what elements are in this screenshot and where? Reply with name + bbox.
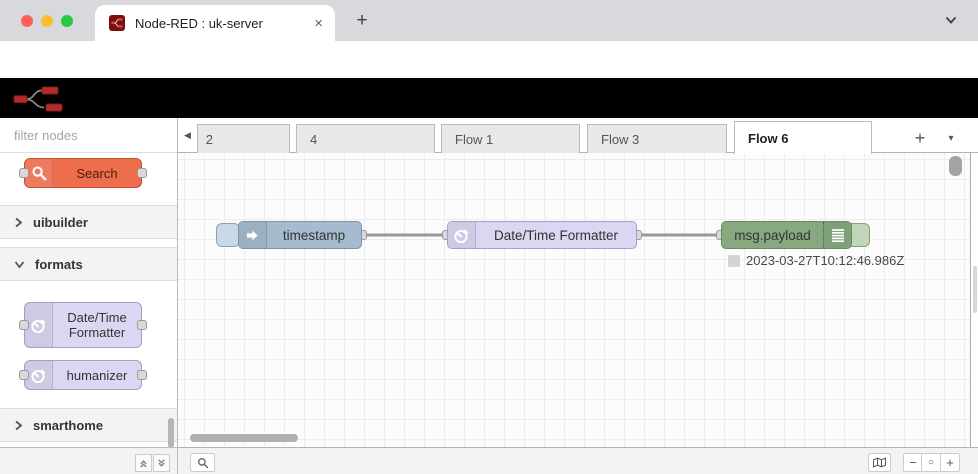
flow-tab[interactable]: Flow 3 [587, 124, 727, 153]
category-label: smarthome [33, 417, 104, 433]
filter-nodes-input[interactable] [14, 127, 190, 143]
inject-button[interactable] [216, 223, 240, 247]
search-icon [197, 457, 208, 468]
browser-tab-strip: Node-RED : uk-server × + [0, 0, 978, 41]
palette-node-datetime-formatter[interactable]: Date/Time Formatter [24, 302, 142, 348]
node-label: humanizer [66, 367, 128, 383]
flow-list-chevron-icon[interactable]: ▾ [948, 132, 954, 144]
nodered-header: Node-RED Deploy ▾ [0, 78, 978, 192]
tab-close-icon[interactable]: × [314, 14, 323, 32]
palette-footer [0, 447, 178, 474]
palette-node-humanizer[interactable]: humanizer [24, 360, 142, 390]
output-port[interactable] [137, 168, 147, 178]
debug-list-icon [823, 222, 851, 248]
canvas-vertical-scrollbar[interactable] [949, 156, 962, 176]
flow-tab[interactable]: Flow 1 [441, 124, 580, 153]
debug-message-icon [728, 254, 740, 267]
expand-all-button[interactable] [153, 454, 170, 472]
zoom-in-button[interactable]: + [940, 453, 960, 472]
inject-arrow-icon [239, 222, 267, 248]
zoom-reset-button[interactable]: ○ [921, 453, 941, 472]
nodered-logo [13, 84, 65, 117]
macos-minimize-button[interactable] [41, 15, 53, 27]
chevron-right-icon [15, 420, 23, 430]
sidebar-separator[interactable] [970, 153, 978, 447]
zoom-out-button[interactable]: − [903, 453, 923, 472]
palette-category-smarthome[interactable]: smarthome [0, 408, 177, 442]
flow-tab[interactable]: 2 [197, 124, 290, 153]
canvas-horizontal-scrollbar[interactable] [190, 434, 298, 442]
chevron-right-icon [15, 217, 23, 227]
chevron-down-icon [14, 260, 25, 268]
category-label: uibuilder [33, 214, 88, 230]
tab-label: Flow 3 [601, 131, 640, 147]
debug-message-text: 2023-03-27T10:12:46.986Z [746, 253, 905, 268]
workspace-tab-bar: ◀ 2 4 Flow 1 Flow 3 Flow 6 + ▾ [178, 118, 978, 154]
stopwatch-icon [25, 361, 53, 389]
node-palette: Search uibuilder formats Date/Time Forma… [0, 118, 190, 448]
stopwatch-icon [448, 222, 476, 248]
tab-label: 4 [310, 131, 318, 147]
tab-label: Flow 6 [748, 130, 789, 146]
node-label: Date/Time Formatter [493, 227, 619, 243]
node-label: Search [76, 165, 118, 181]
flow-tab-active[interactable]: Flow 6 [734, 121, 872, 154]
macos-zoom-button[interactable] [61, 15, 73, 27]
tab-scroll-left-button[interactable]: ◀ [178, 118, 197, 152]
palette-category-uibuilder[interactable]: uibuilder [0, 205, 177, 239]
flow-tab[interactable]: 4 [296, 124, 435, 153]
input-port[interactable] [19, 370, 29, 380]
inject-node-timestamp[interactable]: timestamp [238, 221, 362, 249]
output-port[interactable] [137, 370, 147, 380]
debug-annotation: 2023-03-27T10:12:46.986Z [728, 253, 904, 268]
node-label: timestamp [282, 227, 346, 243]
node-label: Date/Time Formatter [67, 310, 127, 340]
tab-label: 2 [205, 131, 213, 147]
minimap-button[interactable] [868, 453, 891, 472]
formatter-node[interactable]: Date/Time Formatter [447, 221, 637, 249]
nodered-favicon-icon [109, 15, 125, 31]
search-icon [25, 159, 53, 187]
new-tab-button[interactable]: + [356, 10, 368, 31]
output-port[interactable] [137, 320, 147, 330]
category-label: formats [35, 256, 83, 272]
debug-node[interactable]: msg.payload [721, 221, 852, 249]
map-icon [873, 457, 886, 468]
node-label: msg.payload [734, 227, 811, 243]
canvas-footer: − ○ + [178, 447, 978, 474]
macos-close-button[interactable] [21, 15, 33, 27]
browser-tab[interactable]: Node-RED : uk-server × [95, 5, 335, 41]
separator-drag-handle[interactable] [973, 266, 977, 313]
flow-canvas[interactable]: timestamp Date/Time Formatter msg.payloa… [178, 153, 970, 447]
input-port[interactable] [19, 168, 29, 178]
search-flows-button[interactable] [190, 453, 215, 472]
tabstrip-overflow-icon[interactable] [944, 13, 958, 30]
stopwatch-icon [25, 303, 53, 347]
collapse-all-button[interactable] [135, 454, 152, 472]
palette-node-search[interactable]: Search [24, 158, 142, 188]
input-port[interactable] [19, 320, 29, 330]
browser-tab-title: Node-RED : uk-server [135, 15, 263, 31]
browser-toolbar: ← → ↻ ⚠ Not Secure uk-server :2718/#flow… [0, 41, 978, 113]
palette-filter [0, 118, 190, 153]
palette-scrollbar[interactable] [168, 418, 174, 448]
tab-label: Flow 1 [455, 131, 494, 147]
palette-category-formats[interactable]: formats [0, 247, 177, 281]
add-flow-button[interactable]: + [914, 127, 926, 148]
